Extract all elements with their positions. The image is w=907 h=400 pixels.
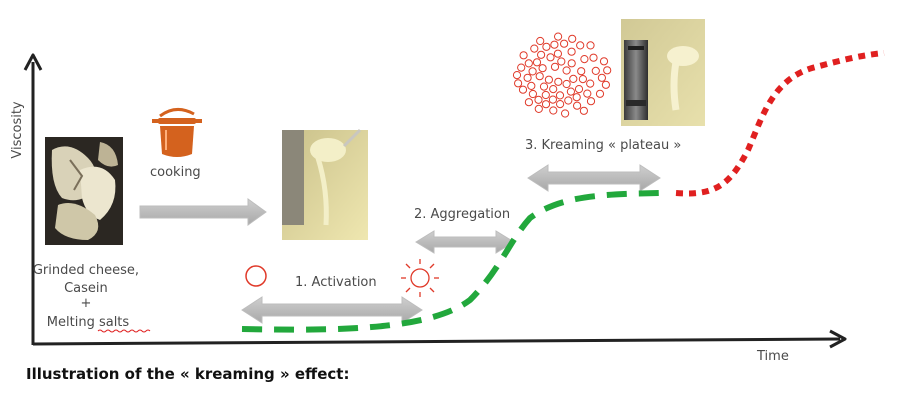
particle <box>561 109 570 118</box>
particle <box>538 64 547 73</box>
particle <box>567 47 576 56</box>
input-label: Grinded cheese, Casein + Melting salts <box>33 263 143 330</box>
particle <box>534 95 543 104</box>
particle <box>566 87 576 96</box>
particle <box>601 80 611 89</box>
circle-icon <box>245 265 267 287</box>
particle <box>541 100 551 109</box>
particle <box>518 85 528 94</box>
particle <box>556 100 565 109</box>
particle <box>589 53 598 62</box>
particle <box>595 89 605 98</box>
y-axis-arrowhead <box>23 53 43 71</box>
kreaming-plateau-arrow <box>527 164 661 192</box>
input-line-3: + <box>80 296 91 311</box>
particle <box>523 73 532 82</box>
particle <box>517 63 526 72</box>
particle <box>554 32 563 41</box>
particle <box>580 55 589 64</box>
axes: Viscosity Time <box>10 53 847 364</box>
input-line-1: Grinded cheese, <box>33 263 139 278</box>
particle <box>524 98 534 107</box>
particle <box>569 74 578 84</box>
particle <box>536 36 545 46</box>
x-axis-arrowhead <box>829 329 847 349</box>
particle <box>599 57 609 66</box>
particle <box>583 89 592 98</box>
activation-arrow <box>241 296 423 324</box>
particle <box>573 101 582 110</box>
particle-cluster-icon <box>512 32 612 118</box>
aggregation-arrow <box>415 230 515 254</box>
particle <box>557 57 566 66</box>
viscosity-curve-green <box>241 190 663 333</box>
viscosity-curve-red <box>675 50 885 197</box>
input-line-2: Casein <box>64 281 108 296</box>
x-axis <box>32 337 841 346</box>
particle <box>577 67 586 76</box>
spellcheck-underline <box>97 329 151 333</box>
cooking-label: cooking <box>150 165 201 180</box>
particle <box>555 91 565 100</box>
particle <box>549 106 558 115</box>
particle <box>519 51 528 60</box>
particle <box>550 40 559 49</box>
particle <box>535 72 544 81</box>
particle <box>560 39 569 48</box>
particle <box>544 75 554 84</box>
particle <box>578 75 588 84</box>
grinded-cheese-photo <box>45 137 123 245</box>
particle <box>586 41 595 50</box>
particle <box>550 62 560 71</box>
particle <box>567 59 576 68</box>
particle <box>541 90 550 100</box>
particle <box>527 81 536 91</box>
phase-1-label: 1. Activation <box>295 275 377 290</box>
particle <box>591 66 600 76</box>
particle <box>603 66 612 75</box>
particle <box>562 66 571 75</box>
particle <box>568 34 577 43</box>
particle <box>562 79 571 89</box>
particle <box>586 97 596 106</box>
particle <box>597 73 607 82</box>
melted-cheese-spoon-photo <box>282 128 368 240</box>
particle <box>530 44 539 53</box>
figure-caption: Illustration of the « kreaming » effect: <box>26 365 350 383</box>
particle <box>539 82 549 91</box>
particle <box>548 95 558 104</box>
input-line-4: Melting salts <box>47 315 130 330</box>
particle <box>553 49 563 58</box>
particle <box>542 42 551 51</box>
particle <box>574 85 584 94</box>
particle <box>532 58 542 67</box>
particle <box>528 67 537 76</box>
cooking-arrow <box>139 198 267 226</box>
particle <box>549 85 558 94</box>
particle <box>534 104 543 114</box>
x-axis-label: Time <box>756 349 789 364</box>
phase-2-label: 2. Aggregation <box>414 207 510 222</box>
particle <box>524 59 533 68</box>
kreaming-probe-photo <box>621 19 705 126</box>
particle <box>564 96 573 105</box>
particle <box>572 93 581 102</box>
particle <box>512 71 522 80</box>
particle <box>554 77 563 86</box>
particle <box>576 41 585 50</box>
particle <box>546 53 555 62</box>
cooking-pot-icon <box>152 108 202 157</box>
particle <box>537 50 546 59</box>
phase-3-label: 3. Kreaming « plateau » <box>525 138 681 153</box>
sun-icon <box>401 259 439 297</box>
y-axis-label: Viscosity <box>10 101 25 159</box>
particle <box>514 79 523 88</box>
particle <box>528 89 538 99</box>
particle <box>586 79 595 88</box>
particle <box>579 106 589 115</box>
